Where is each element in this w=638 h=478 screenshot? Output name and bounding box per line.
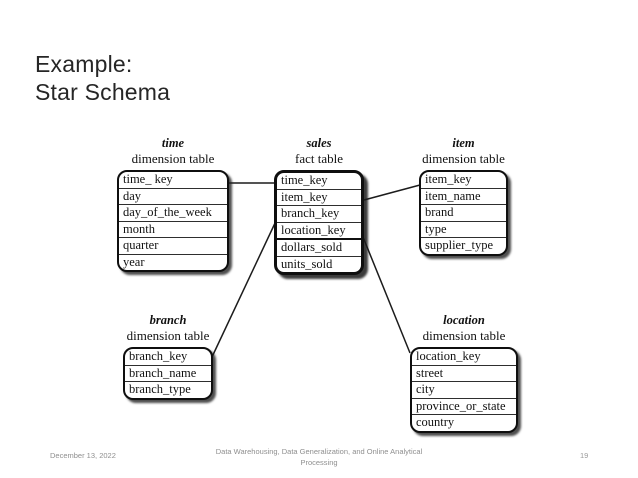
page-title-line1: Example: xyxy=(35,51,133,77)
page-number: 19 xyxy=(580,451,589,460)
branch-table-type: dimension table xyxy=(126,328,210,343)
branch-table-box: branch_key branch_name branch_type xyxy=(123,347,213,400)
footer-course-title-line2: Processing xyxy=(300,458,338,467)
table-row: branch_key xyxy=(277,206,361,223)
table-row: quarter xyxy=(119,238,227,255)
item-table-type: dimension table xyxy=(422,151,505,166)
table-row: city xyxy=(412,382,516,399)
table-row: branch_type xyxy=(129,382,191,396)
table-row: year xyxy=(123,254,145,269)
table-row: location_key xyxy=(412,349,516,366)
table-row: province_or_state xyxy=(412,399,516,415)
table-row: branch_name xyxy=(125,366,211,382)
item-dimension-table: item dimension table item_key item_name … xyxy=(419,136,508,256)
page-title: Example: Star Schema xyxy=(35,50,170,106)
time-table-box: time_ key day day_of_the_week month quar… xyxy=(117,170,229,272)
table-row: branch_key xyxy=(125,349,211,366)
sales-fact-table: sales fact table time_key item_key branc… xyxy=(274,136,364,275)
table-row: location_key xyxy=(277,223,361,240)
table-row: supplier_type xyxy=(425,238,494,252)
footer-date: December 13, 2022 xyxy=(50,451,116,460)
table-row: month xyxy=(119,222,227,238)
time-dimension-table: time dimension table time_ key day day_o… xyxy=(117,136,229,272)
table-row: item_key xyxy=(421,172,506,189)
table-row: units_sold xyxy=(281,256,333,271)
sales-table-box: time_key item_key branch_key location_ke… xyxy=(274,170,364,275)
time-table-name: time xyxy=(161,136,185,150)
page-title-line2: Star Schema xyxy=(35,79,171,105)
branch-table-name: branch xyxy=(149,313,187,327)
table-row: time_ key xyxy=(119,172,227,189)
item-table-name: item xyxy=(452,136,475,150)
connector-sales-branch xyxy=(211,220,277,358)
table-row: item_key xyxy=(277,190,361,206)
sales-table-name: sales xyxy=(306,136,332,150)
table-row: dollars_sold xyxy=(277,240,361,257)
table-row: type xyxy=(421,222,506,238)
sales-table-type: fact table xyxy=(295,151,343,166)
connector-sales-location xyxy=(362,236,411,354)
time-table-type: dimension table xyxy=(131,151,215,166)
location-table-name: location xyxy=(443,313,485,327)
table-row: item_name xyxy=(421,189,506,205)
table-row: street xyxy=(412,366,516,382)
location-dimension-table: location dimension table location_key st… xyxy=(410,313,518,433)
connector-sales-item xyxy=(363,184,421,201)
table-row: day_of_the_week xyxy=(119,205,227,222)
item-table-box: item_key item_name brand type supplier_t… xyxy=(419,170,508,256)
footer-course-title: Data Warehousing, Data Generalization, a… xyxy=(0,446,638,468)
table-row: day xyxy=(119,189,227,205)
table-row: brand xyxy=(421,205,506,222)
table-row: time_key xyxy=(277,173,361,190)
location-table-type: dimension table xyxy=(422,328,506,343)
location-table-box: location_key street city province_or_sta… xyxy=(410,347,518,433)
table-row: country xyxy=(416,415,455,429)
footer-course-title-line1: Data Warehousing, Data Generalization, a… xyxy=(215,447,423,456)
branch-dimension-table: branch dimension table branch_key branch… xyxy=(123,313,213,400)
